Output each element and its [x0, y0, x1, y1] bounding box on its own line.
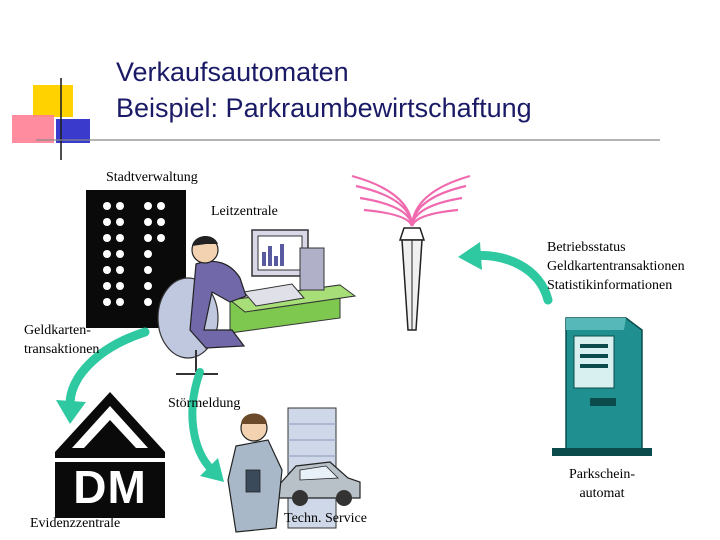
label-leitzentrale: Leitzentrale — [211, 204, 278, 219]
label-statistikinformationen: Statistikinformationen — [547, 278, 673, 293]
label-evidenzzentrale: Evidenzzentrale — [30, 516, 121, 531]
parking-ticket-machine-icon — [552, 317, 652, 456]
label-techn-service: Techn. Service — [284, 511, 367, 526]
label-stoermeldung: Störmeldung — [168, 396, 241, 411]
title-line-2: Beispiel: Parkraumbewirtschaftung — [116, 93, 532, 123]
title-line-1: Verkaufsautomaten — [116, 57, 349, 87]
yellow-square — [33, 85, 73, 117]
label-geldkarten-line2: transaktionen — [24, 342, 100, 357]
antenna-tower-icon — [351, 174, 471, 331]
service-car-icon — [277, 461, 361, 506]
dm-logo-text: DM — [73, 461, 147, 513]
label-parkschein-line2: automat — [579, 486, 625, 501]
arrow-to-service — [188, 368, 224, 482]
label-geldkartentransaktionen-status: Geldkartentransaktionen — [547, 259, 685, 274]
pink-square — [12, 115, 54, 143]
arrow-machine-to-tower — [458, 242, 553, 305]
label-betriebsstatus: Betriebsstatus — [547, 240, 626, 255]
label-stadtverwaltung: Stadtverwaltung — [106, 170, 198, 185]
label-geldkarten-line1: Geldkarten- — [24, 323, 91, 338]
dm-logo — [55, 392, 165, 518]
technician-icon — [227, 413, 283, 533]
label-parkschein-line1: Parkschein- — [568, 467, 636, 482]
arrow-to-evidenzzentrale — [56, 327, 150, 424]
operator-at-computer-icon — [157, 229, 357, 375]
